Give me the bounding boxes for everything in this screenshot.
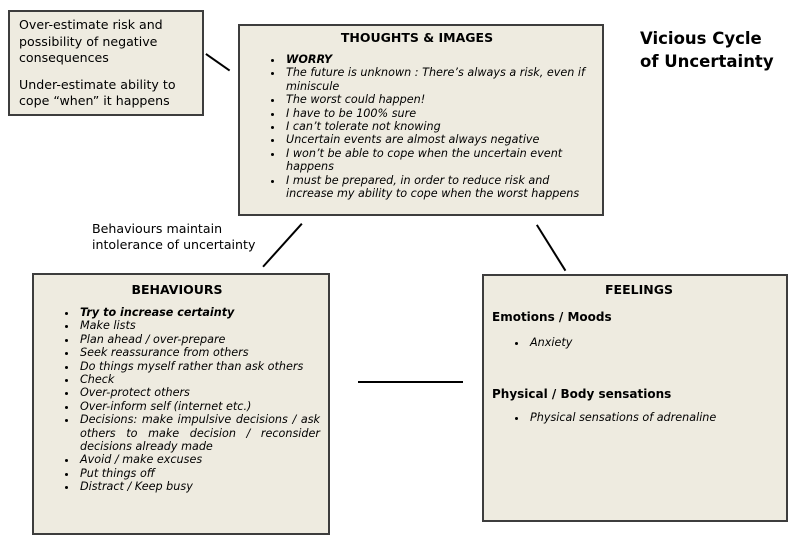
thought-item: Uncertain events are almost always negat…: [284, 133, 594, 146]
thoughts-images-box: THOUGHTS & IMAGES WORRY The future is un…: [238, 24, 604, 216]
connector-thoughts-to-feelings: [536, 224, 567, 272]
overestimate-note: Over-estimate risk and possibility of ne…: [19, 17, 163, 65]
emotions-heading: Emotions / Moods: [492, 310, 612, 324]
physical-heading: Physical / Body sensations: [492, 387, 672, 402]
thought-item: WORRY: [284, 53, 594, 66]
behaviour-item: Distract / Keep busy: [78, 480, 320, 493]
estimate-note-box: Over-estimate risk and possibility of ne…: [8, 10, 204, 116]
behaviours-heading: BEHAVIOURS: [131, 282, 223, 297]
behaviours-box: BEHAVIOURS Try to increase certainty Mak…: [32, 273, 330, 535]
connector-behaviours-to-feelings: [358, 381, 463, 383]
physical-item: Physical sensations of adrenaline: [528, 411, 786, 424]
emotions-list: Anxiety: [492, 336, 786, 349]
thought-item: The future is unknown : There’s always a…: [284, 66, 594, 93]
connector-thoughts-to-behaviours: [262, 223, 303, 268]
behaviour-item: Over-inform self (internet etc.): [78, 400, 320, 413]
behaviours-caption: Behaviours maintain intolerance of uncer…: [92, 221, 256, 252]
emotion-item: Anxiety: [528, 336, 786, 349]
behaviour-item: Check: [78, 373, 320, 386]
thought-item: I can’t tolerate not knowing: [284, 120, 594, 133]
behaviour-item: Avoid / make excuses: [78, 453, 320, 466]
behaviours-list: Try to increase certainty Make lists Pla…: [34, 306, 320, 494]
feelings-box: FEELINGS Emotions / Moods Anxiety Physic…: [482, 274, 788, 522]
title-line-2: of Uncertainty: [640, 52, 774, 71]
behaviour-item: Put things off: [78, 467, 320, 480]
thoughts-list: WORRY The future is unknown : There’s al…: [240, 53, 594, 200]
thought-item: I won’t be able to cope when the uncerta…: [284, 147, 594, 174]
thought-item: I have to be 100% sure: [284, 107, 594, 120]
behaviour-item: Make lists: [78, 319, 320, 332]
connector-note-to-thoughts: [205, 53, 231, 72]
thought-item: I must be prepared, in order to reduce r…: [284, 174, 594, 201]
thoughts-heading: THOUGHTS & IMAGES: [340, 30, 494, 45]
behaviour-item: Plan ahead / over-prepare: [78, 333, 320, 346]
physical-list: Physical sensations of adrenaline: [492, 411, 786, 424]
behaviour-item: Try to increase certainty: [78, 306, 320, 319]
thought-item: The worst could happen!: [284, 93, 594, 106]
behaviour-item: Seek reassurance from others: [78, 346, 320, 359]
underestimate-note: Under-estimate ability to cope “when” it…: [19, 76, 176, 109]
feelings-heading: FEELINGS: [605, 282, 673, 297]
title-line-1: Vicious Cycle: [640, 29, 762, 48]
behaviour-item: Over-protect others: [78, 386, 320, 399]
behaviour-item: Do things myself rather than ask others: [78, 360, 320, 373]
behaviour-item: Decisions: make impulsive decisions / as…: [78, 413, 320, 453]
diagram-title: Vicious Cycle of Uncertainty: [640, 27, 774, 73]
